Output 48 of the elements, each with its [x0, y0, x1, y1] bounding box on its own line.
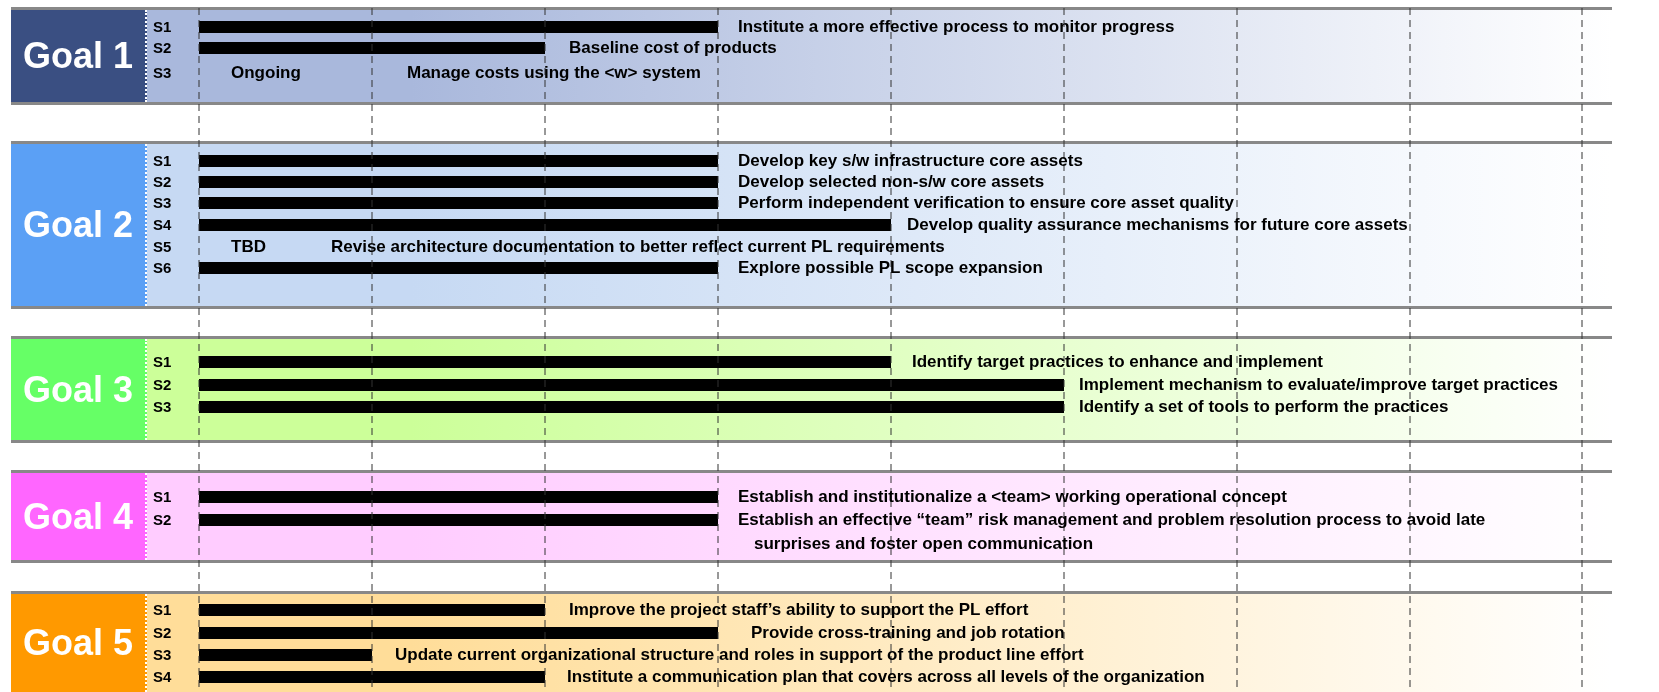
strategy-label: S1 [153, 17, 172, 37]
task-text: Institute a communication plan that covers across all levels of the organization [567, 666, 1205, 688]
goal-label: Goal 5 [11, 594, 147, 692]
strategy-label: S5 [153, 237, 172, 257]
goal-band [11, 141, 1612, 309]
strategy-label: S2 [153, 510, 172, 530]
task-text: Explore possible PL scope expansion [738, 257, 1043, 279]
task-text: Revise architecture documentation to better reflect current PL requirements [331, 236, 945, 258]
task-text: Perform independent verification to ensure core asset quality [738, 192, 1234, 214]
goal-band [11, 7, 1612, 105]
task-text: Institute a more effective process to monitor progress [738, 16, 1175, 38]
task-text: Develop quality assurance mechanisms for future core assets [907, 214, 1408, 236]
task-text: Update current organizational structure and roles in support of the product line effort [395, 644, 1084, 666]
strategy-label: S1 [153, 151, 172, 171]
goal-label: Goal 1 [11, 10, 147, 102]
strategy-label: S4 [153, 667, 172, 687]
task-text: Provide cross-training and job rotation [751, 622, 1065, 644]
goal-band [11, 470, 1612, 563]
strategy-label: S2 [153, 38, 172, 58]
task-text: Implement mechanism to evaluate/improve target practices [1079, 374, 1558, 396]
goal-label: Goal 3 [11, 339, 147, 440]
task-text: Establish an effective “team” risk management and problem resolution process to avoid late surprises and foster open communication [738, 509, 1487, 555]
strategy-label: S3 [153, 645, 172, 665]
strategy-label: S1 [153, 487, 172, 507]
task-text: Improve the project staff’s ability to support the PL effort [569, 599, 1029, 621]
strategy-label: S4 [153, 215, 172, 235]
strategy-label: S6 [153, 258, 172, 278]
goal-band [11, 336, 1612, 443]
goal-label: Goal 4 [11, 473, 147, 560]
strategy-label: S3 [153, 397, 172, 417]
strategy-label: S2 [153, 375, 172, 395]
strategy-label: S3 [153, 193, 172, 213]
task-text: Develop selected non-s/w core assets [738, 171, 1045, 193]
task-text: Baseline cost of products [569, 37, 777, 59]
status-text: TBD [231, 236, 266, 258]
strategy-label: S1 [153, 352, 172, 372]
task-text: Identify a set of tools to perform the practices [1079, 396, 1449, 418]
goal-band [11, 591, 1612, 692]
task-text: Identify target practices to enhance and implement [912, 351, 1323, 373]
strategy-label: S2 [153, 172, 172, 192]
goal-label: Goal 2 [11, 144, 147, 306]
task-text: Develop key s/w infrastructure core assets [738, 150, 1083, 172]
task-text: Manage costs using the <w> system [407, 62, 701, 84]
strategy-label: S3 [153, 63, 172, 83]
status-text: Ongoing [231, 62, 301, 84]
strategy-label: S1 [153, 600, 172, 620]
task-text: Establish and institutionalize a <team> working operational concept [738, 486, 1287, 508]
strategy-label: S2 [153, 623, 172, 643]
